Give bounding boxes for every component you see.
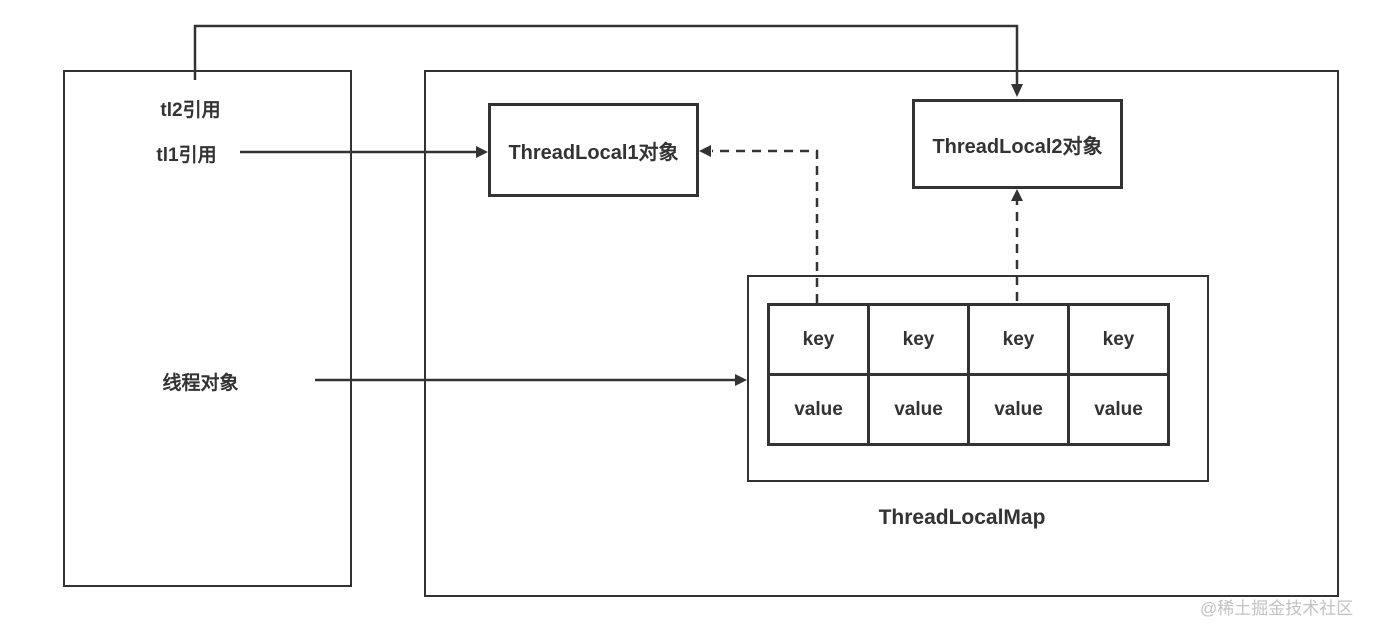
key-cell: key	[770, 306, 870, 376]
threadlocalmap-box	[747, 275, 1209, 482]
key-cell: key	[870, 306, 970, 376]
threadlocal1-object-label: ThreadLocal1对象	[508, 141, 679, 164]
value-cell: value	[970, 376, 1070, 446]
key-cell: key	[1070, 306, 1170, 376]
watermark-text: @稀土掘金技术社区	[1200, 599, 1354, 618]
threadlocal2-object-box: ThreadLocal2对象	[912, 99, 1123, 189]
value-cell: value	[1070, 376, 1170, 446]
threadlocal1-object-box: ThreadLocal1对象	[488, 103, 699, 197]
threadlocalmap-title: ThreadLocalMap	[878, 506, 1046, 529]
key-cell: key	[970, 306, 1070, 376]
value-cell: value	[870, 376, 970, 446]
value-cell: value	[770, 376, 870, 446]
tl1-reference-label: tl1引用	[156, 145, 217, 166]
threadlocalmap-entry-table: key key key key value value value value	[767, 303, 1170, 446]
threadlocal2-object-label: ThreadLocal2对象	[932, 135, 1103, 158]
tl2-reference-label: tl2引用	[160, 100, 221, 121]
thread-object-label: 线程对象	[162, 373, 239, 394]
